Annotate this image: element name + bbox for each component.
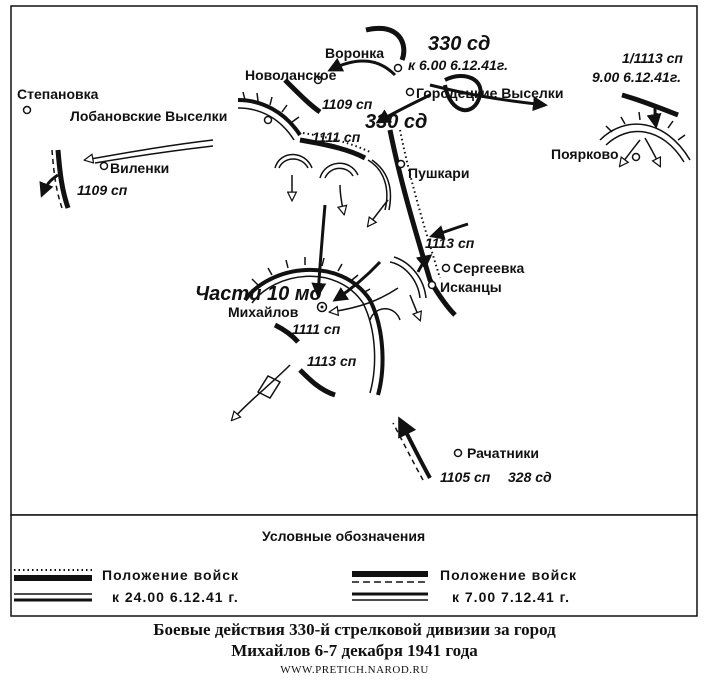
label-lobanovskie: Лобановские Выселки bbox=[70, 108, 227, 124]
label-gorodetskie: Городецкие Выселки bbox=[416, 85, 563, 101]
hatch-lobanovskie bbox=[242, 91, 300, 123]
arrow-to-1113-b bbox=[415, 254, 433, 273]
label-stepanovka: Степановка bbox=[17, 86, 99, 102]
diamond-symbol bbox=[256, 375, 282, 399]
legend-item1-line2: к 24.00 6.12.41 г. bbox=[112, 589, 239, 605]
arrow-sw-diamond bbox=[232, 364, 291, 420]
label-rachatniki: Рачатники bbox=[467, 445, 539, 461]
front-pushkari-iskantsy-dots bbox=[399, 129, 441, 279]
label-div10md: Части 10 мд bbox=[195, 283, 322, 305]
legend-box bbox=[10, 514, 698, 617]
marker-rachatniki bbox=[453, 448, 463, 458]
marker-iskantsy bbox=[427, 280, 437, 290]
marker-gorodetskie bbox=[405, 87, 415, 97]
front-1111-top bbox=[299, 137, 367, 161]
front-poyarkovo bbox=[621, 92, 679, 118]
front-mikhailov-arc-inner bbox=[251, 275, 376, 394]
marker-pushkari bbox=[396, 159, 406, 169]
legend-title: Условные обозначения bbox=[262, 528, 425, 544]
label-poyarkovo: Поярково bbox=[551, 146, 619, 162]
arrow-to-1113 bbox=[429, 222, 469, 240]
marker-mikhailov-dot bbox=[320, 305, 324, 309]
marker-voronka bbox=[393, 63, 403, 73]
arrow-to-330-mid bbox=[375, 93, 431, 124]
front-mikhailov-arc bbox=[243, 267, 385, 396]
label-reg1111-a: 1111 сп bbox=[312, 129, 361, 145]
legend-item2-line2: к 7.00 7.12.41 г. bbox=[452, 589, 570, 605]
front-lobanovskie-a bbox=[237, 98, 302, 137]
label-reg1113-c: 1113 сп bbox=[307, 353, 357, 369]
arrow-small-2 bbox=[340, 184, 344, 214]
arrow-voronka-gorodetskie bbox=[429, 83, 548, 112]
label-vilenki: Виленки bbox=[110, 160, 169, 176]
label-div330-top: 330 сд bbox=[428, 33, 490, 55]
arrow-1105-dash bbox=[392, 422, 424, 481]
marker-sergeevka bbox=[441, 263, 451, 273]
label-sergeevka: Сергеевка bbox=[453, 260, 524, 276]
legend-item2-line1: Положение войск bbox=[440, 567, 577, 583]
label-reg1111-b: 1111 сп bbox=[292, 321, 341, 337]
label-mikhailov: Михайлов bbox=[228, 304, 299, 320]
arrow-ne-mikhailov bbox=[332, 260, 382, 302]
positions-iskantsy bbox=[369, 256, 427, 321]
front-330-arrival bbox=[365, 25, 407, 61]
label-reg1105: 1105 сп bbox=[440, 469, 491, 485]
front-1111-top-dots bbox=[302, 132, 371, 153]
caption-line-1: Боевые действия 330-й стрелковой дивизии… bbox=[153, 620, 556, 639]
arrow-1109-left bbox=[39, 173, 59, 198]
label-reg1113-top: 1/1113 сп bbox=[622, 50, 683, 66]
source-url: WWW.PRETICH.NAROD.RU bbox=[280, 664, 429, 676]
front-1109-left-dash bbox=[51, 149, 63, 209]
marker-novolanskoe bbox=[313, 75, 323, 85]
front-lobanovskie-b bbox=[237, 107, 295, 141]
front-poyarkovo-arc-b bbox=[605, 130, 685, 163]
arrow-north-mikhailov bbox=[311, 204, 327, 298]
label-pushkari: Пушкари bbox=[408, 165, 469, 181]
front-novolanskoe bbox=[283, 78, 322, 115]
marker-lobanovskie bbox=[263, 115, 273, 125]
label-div330-time: к 6.00 6.12.41г. bbox=[408, 57, 508, 73]
arrow-to-vilenki-inner bbox=[94, 145, 214, 164]
arrow-voronka-novolanskoe bbox=[327, 57, 397, 77]
front-poyarkovo-arc bbox=[599, 123, 691, 161]
marker-vilenki bbox=[99, 161, 109, 171]
front-1111-lower bbox=[273, 322, 300, 344]
caption-line-2: Михайлов 6-7 декабря 1941 года bbox=[231, 641, 478, 660]
label-reg1113-time: 9.00 6.12.41г. bbox=[592, 69, 681, 85]
arrow-1105 bbox=[398, 416, 432, 479]
front-gorodetskie bbox=[443, 74, 483, 113]
label-iskantsy: Исканцы bbox=[440, 279, 502, 295]
marker-stepanovka bbox=[22, 105, 32, 115]
label-reg1113-b: 1113 сп bbox=[425, 235, 475, 251]
label-voronka: Воронка bbox=[325, 45, 384, 61]
arrow-poyarkovo bbox=[646, 107, 662, 129]
hatch-mikhailov bbox=[251, 257, 371, 294]
arrow-east-mikhailov bbox=[330, 287, 399, 312]
label-reg1109-b: 1109 сп bbox=[77, 182, 128, 198]
label-div330-mid: 330 сд bbox=[365, 111, 427, 133]
arrow-iskantsy-down bbox=[409, 294, 420, 320]
marker-poyarkovo bbox=[631, 152, 641, 162]
settlement-markers bbox=[22, 63, 641, 458]
positions-center-top bbox=[274, 153, 392, 211]
label-div328: 328 сд bbox=[508, 469, 552, 485]
label-novolanskoe: Новоланское bbox=[245, 67, 337, 83]
arrow-to-vilenki bbox=[85, 139, 214, 160]
legend-item1-line1: Положение войск bbox=[102, 567, 239, 583]
arrow-poyarkovo-2 bbox=[620, 139, 641, 166]
arrow-poyarkovo-3 bbox=[644, 137, 660, 166]
front-1109-left bbox=[55, 149, 71, 209]
label-reg1109-a: 1109 сп bbox=[322, 96, 373, 112]
arrow-small-3 bbox=[368, 199, 389, 226]
front-1113-lower bbox=[298, 368, 336, 398]
